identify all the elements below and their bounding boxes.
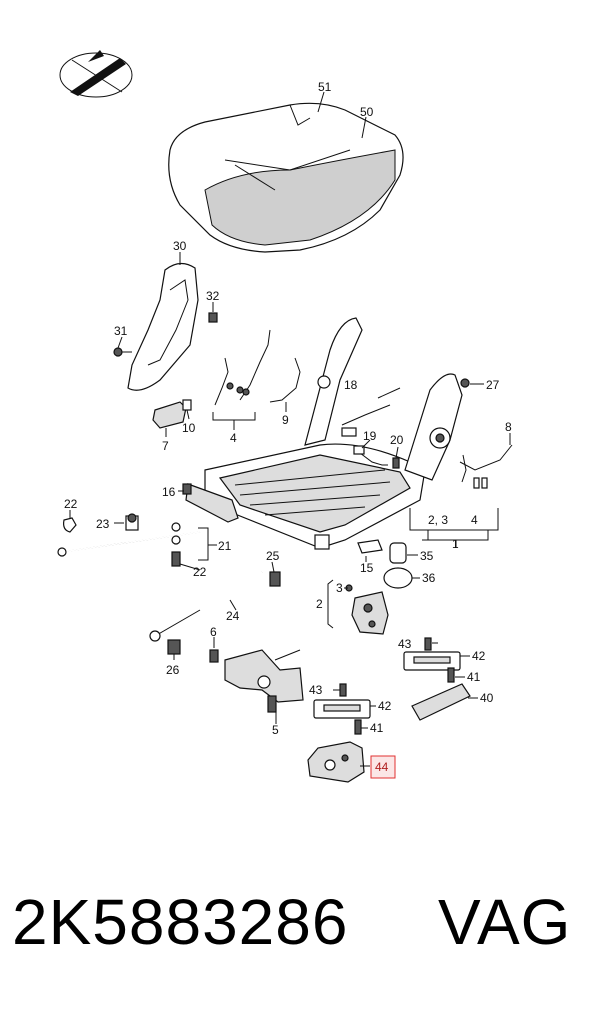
callout-42b: 42: [378, 699, 392, 713]
callout-4a: 4: [230, 431, 237, 445]
callout-20: 20: [390, 433, 404, 447]
seat-cushion-part: [168, 102, 404, 253]
callout-22b: 22: [193, 565, 207, 579]
screw-20-part: [392, 457, 400, 469]
trim-42-upper-part: [403, 637, 461, 671]
latch-23-part: [125, 513, 139, 531]
gas-spring-24-part: [149, 570, 264, 642]
leader-lines: [69, 91, 511, 767]
part-number-text: 2K5883286: [12, 886, 349, 958]
callout-51: 51: [318, 80, 332, 94]
callout-43a: 43: [398, 637, 412, 651]
callout-9: 9: [282, 413, 289, 427]
cable-set-4-part: [214, 329, 271, 406]
trim-42-lower-part: [313, 683, 371, 719]
callout-43b: 43: [309, 683, 323, 697]
callout-24: 24: [226, 609, 240, 623]
label-15-part: [357, 539, 383, 554]
callout-19: 19: [363, 429, 377, 443]
callout-1: 1: [452, 537, 459, 551]
screw-32-part: [208, 312, 218, 323]
bolt-26-part: [167, 639, 181, 655]
callout-26: 26: [166, 663, 180, 677]
clip-10-part: [182, 399, 192, 411]
rod-21-part: [57, 522, 201, 567]
seat-frame-part: [204, 317, 463, 550]
callout-42a: 42: [472, 649, 486, 663]
screw-31-part: [113, 347, 132, 357]
side-panel-part: [127, 262, 199, 391]
callout-22a: 22: [64, 497, 78, 511]
callout-labels: 51 50 30 32 31 7 10 4 9 18 27 8 19 20 16…: [64, 80, 512, 774]
callout-2-3: 2, 3: [428, 513, 448, 527]
lever-9-part: [269, 357, 301, 403]
orientation-logo-icon: [59, 50, 133, 98]
callout-36: 36: [422, 571, 436, 585]
callout-15: 15: [360, 561, 374, 575]
callout-40: 40: [480, 691, 494, 705]
harness-18-part: [341, 404, 391, 437]
callout-16: 16: [162, 485, 176, 499]
brand-text: VAG: [438, 886, 572, 958]
bolt-41-upper-part: [447, 667, 455, 683]
callout-4b: 4: [471, 513, 478, 527]
screw-27-part: [460, 378, 470, 388]
callout-50: 50: [360, 105, 374, 119]
bolt-6-part: [209, 649, 219, 663]
callout-32: 32: [206, 289, 220, 303]
cap-36-part: [383, 567, 413, 589]
gear-housing-2-part: [345, 584, 389, 635]
callout-41a: 41: [467, 670, 481, 684]
housing-44-part: [307, 741, 365, 783]
bolt-41-lower-part: [354, 719, 362, 735]
callout-41b: 41: [370, 721, 384, 735]
callout-44: 44: [375, 760, 389, 774]
cap-35-part: [389, 542, 407, 564]
callout-35: 35: [420, 549, 434, 563]
callout-5: 5: [272, 723, 279, 737]
callout-21: 21: [218, 539, 232, 553]
trim-7-part: [152, 401, 187, 429]
callout-23: 23: [96, 517, 110, 531]
highlight-box-44: [370, 755, 396, 779]
rail-40-part: [411, 683, 471, 721]
callout-18: 18: [344, 378, 358, 392]
callout-6: 6: [210, 625, 217, 639]
callout-3: 3: [336, 581, 343, 595]
callout-31: 31: [114, 324, 128, 338]
callout-2: 2: [316, 597, 323, 611]
callout-30: 30: [173, 239, 187, 253]
callout-27: 27: [486, 378, 500, 392]
connector-19-part: [353, 445, 388, 466]
latch-mechanism-5-part: [224, 649, 304, 713]
callout-10: 10: [182, 421, 196, 435]
callout-25: 25: [266, 549, 280, 563]
screw-25-part: [269, 571, 281, 587]
callout-7: 7: [162, 439, 169, 453]
clip-22-part: [63, 517, 77, 533]
bracket-16-part: [182, 483, 239, 523]
cable-8-part: [459, 444, 513, 489]
callout-8: 8: [505, 420, 512, 434]
